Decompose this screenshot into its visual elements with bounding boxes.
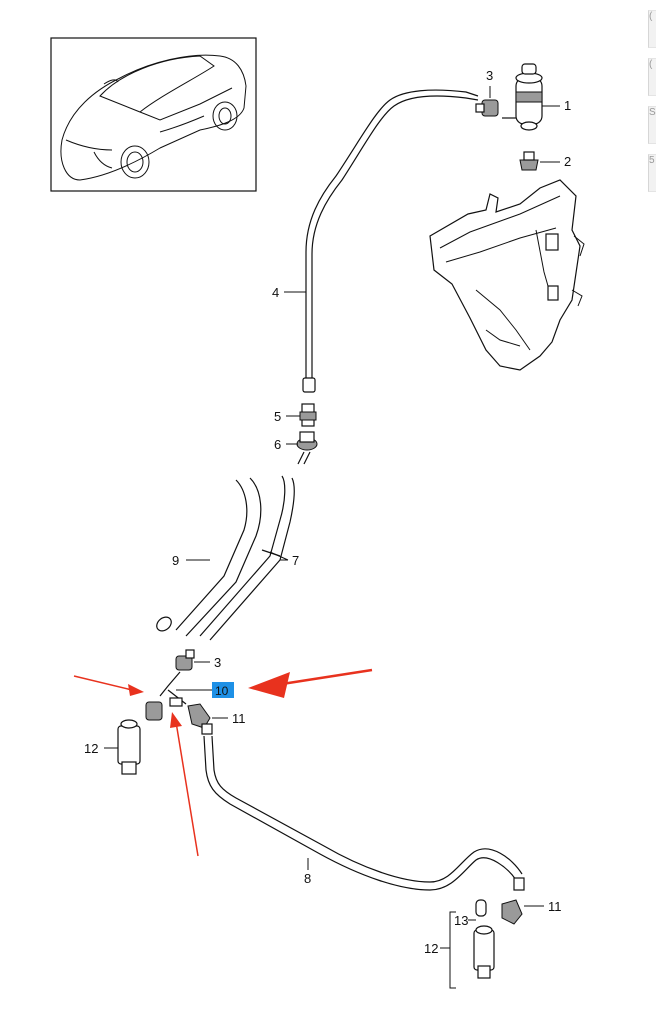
callout-13: 13 (454, 913, 468, 928)
elbow-11 (187, 703, 213, 735)
callout-4: 4 (272, 285, 279, 300)
callout-12b: 12 (424, 941, 438, 956)
connector-5 (299, 403, 317, 427)
sidebar-tab[interactable]: S (648, 106, 656, 144)
callout-11b: 11 (548, 899, 562, 914)
callout-2: 2 (564, 154, 571, 169)
hose-9 (175, 479, 248, 631)
highlight-10 (212, 682, 234, 698)
callout-7: 7 (292, 553, 299, 568)
fitting-3-lower (175, 649, 195, 671)
callout-8: 8 (304, 871, 311, 886)
callout-5: 5 (274, 409, 281, 424)
callout-12a: 12 (84, 741, 98, 756)
callout-11a: 11 (232, 711, 246, 726)
callout-3a: 3 (486, 68, 493, 83)
vehicle-thumbnail (50, 37, 257, 192)
valve-6 (296, 431, 318, 465)
elbow-11-lower (501, 877, 525, 925)
leader-lines (104, 86, 560, 949)
t-piece-10 (159, 671, 187, 707)
callout-6: 6 (274, 437, 281, 452)
washer-reservoir (429, 179, 585, 371)
hose-4 (305, 89, 479, 386)
sidebar-tabs: ( ( S 5 (648, 0, 656, 192)
callout-1: 1 (564, 98, 571, 113)
callout-9: 9 (172, 553, 179, 568)
washer-pump (502, 63, 543, 131)
red-arrows (73, 668, 373, 857)
sidebar-tab[interactable]: ( (648, 58, 656, 96)
sidebar-tab[interactable]: 5 (648, 154, 656, 192)
hose-end-4 (302, 377, 316, 393)
sidebar-tab[interactable]: ( (648, 10, 656, 48)
nozzle-left (117, 701, 163, 775)
pump-seal (519, 151, 539, 171)
callout-10: 10 (215, 684, 229, 698)
hose-7 (199, 475, 286, 637)
nozzle-right (449, 899, 495, 989)
callout-3b: 3 (214, 655, 221, 670)
grommet-top (475, 99, 499, 117)
hose-8 (203, 735, 517, 891)
